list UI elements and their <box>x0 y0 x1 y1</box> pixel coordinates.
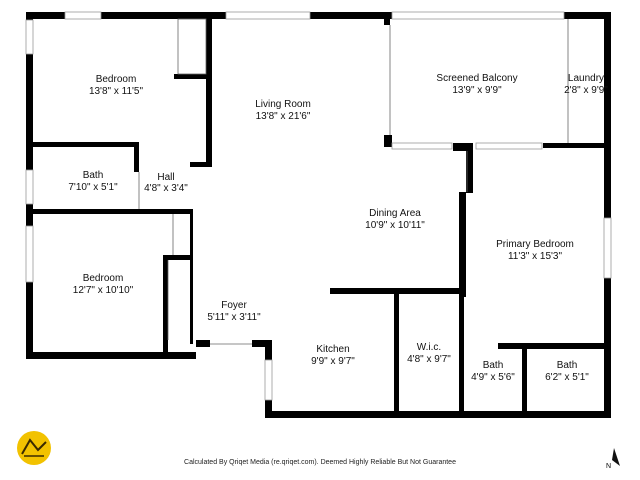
room-bath3: Bath 6'2" x 5'1" <box>545 360 589 383</box>
room-dims: 10'9" x 10'11" <box>365 220 425 231</box>
room-name: W.i.c. <box>417 342 441 353</box>
room-dims: 2'8" x 9'9" <box>564 85 608 96</box>
room-dims: 4'8" x 9'7" <box>407 354 451 365</box>
room-name: Kitchen <box>316 344 349 355</box>
room-dims: 9'9" x 9'7" <box>311 356 355 367</box>
room-dims: 7'10" x 5'1" <box>68 182 118 193</box>
room-name: Living Room <box>255 99 311 110</box>
room-dims: 13'8" x 11'5" <box>89 86 144 97</box>
room-name: Bath <box>83 170 104 181</box>
room-name: Hall <box>157 172 174 183</box>
room-name: Bedroom <box>96 74 137 85</box>
room-dims: 12'7" x 10'10" <box>73 285 134 296</box>
brand-logo-icon <box>17 431 51 465</box>
room-laundry: Laundry 2'8" x 9'9" <box>564 73 608 96</box>
room-name: Foyer <box>221 300 247 311</box>
room-foyer: Foyer 5'11" x 3'11" <box>207 300 261 323</box>
north-arrow-icon: N <box>606 448 620 470</box>
room-balcony: Screened Balcony 13'9" x 9'9" <box>436 73 517 96</box>
room-name: Bedroom <box>83 273 124 284</box>
compass-label: N <box>606 463 611 470</box>
room-bath1: Bath 7'10" x 5'1" <box>68 170 118 193</box>
room-kitchen: Kitchen 9'9" x 9'7" <box>311 344 355 367</box>
room-name: Screened Balcony <box>436 73 517 84</box>
room-wic: W.i.c. 4'8" x 9'7" <box>407 342 451 365</box>
room-dining: Dining Area 10'9" x 10'11" <box>365 208 425 231</box>
room-name: Bath <box>557 360 578 371</box>
room-dims: 4'9" x 5'6" <box>471 372 515 383</box>
room-dims: 5'11" x 3'11" <box>207 312 261 323</box>
room-dims: 13'8" x 21'6" <box>256 111 311 122</box>
thin-lines <box>138 19 569 345</box>
room-bedroom1: Bedroom 13'8" x 11'5" <box>89 74 144 97</box>
room-name: Primary Bedroom <box>496 239 574 250</box>
room-dims: 13'9" x 9'9" <box>452 85 502 96</box>
room-dims: 6'2" x 5'1" <box>545 372 589 383</box>
room-primary: Primary Bedroom 11'3" x 15'3" <box>496 239 574 262</box>
room-dims: 4'8" x 3'4" <box>144 183 188 194</box>
room-bath2: Bath 4'9" x 5'6" <box>471 360 515 383</box>
room-name: Laundry <box>568 73 604 84</box>
windows <box>25 11 612 401</box>
room-hall: Hall 4'8" x 3'4" <box>144 172 188 194</box>
room-bedroom2: Bedroom 12'7" x 10'10" <box>73 273 134 296</box>
room-dims: 11'3" x 15'3" <box>508 251 563 262</box>
footer-disclaimer: Calculated By Qriqet Media (re.qriqet.co… <box>184 459 456 466</box>
room-name: Bath <box>483 360 504 371</box>
room-living: Living Room 13'8" x 21'6" <box>255 99 311 122</box>
room-name: Dining Area <box>369 208 421 219</box>
